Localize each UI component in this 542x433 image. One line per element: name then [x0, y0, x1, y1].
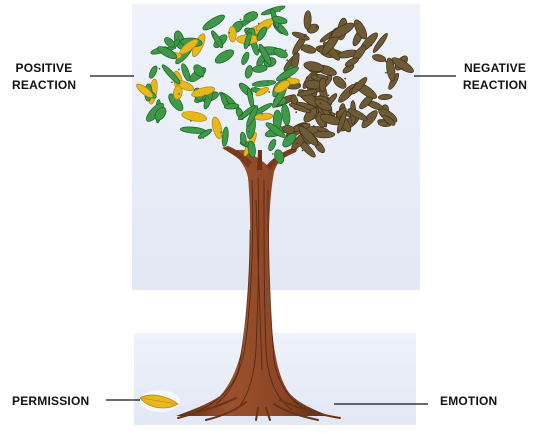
positive-reaction-line2: REACTION: [12, 77, 76, 94]
leaf-speckle: [242, 115, 244, 117]
leaf-speckle: [220, 131, 222, 133]
leaf-speckle: [316, 26, 318, 28]
leaf-speckle: [253, 144, 255, 146]
green-leaf: [228, 26, 236, 42]
leaf-speckle: [401, 68, 403, 70]
leaf-speckle: [313, 125, 315, 127]
leaf-speckle: [387, 123, 389, 125]
leaf-speckle: [296, 142, 298, 144]
leaf-speckle: [255, 87, 257, 89]
leaf-speckle: [190, 120, 192, 122]
emotion-label: EMOTION: [440, 393, 520, 410]
leaf-speckle: [317, 76, 319, 78]
leaf-speckle: [317, 129, 319, 131]
leaf-speckle: [248, 131, 250, 133]
leaf-speckle: [214, 92, 216, 94]
leaf-speckle: [204, 94, 206, 96]
leaf-speckle: [279, 10, 281, 12]
leaf-speckle: [260, 51, 262, 53]
leaf-speckle: [320, 102, 322, 104]
brown-leaf: [319, 78, 326, 92]
leaf-speckle: [243, 44, 245, 46]
leaf-speckle: [271, 53, 273, 55]
leaf-speckle: [302, 150, 304, 152]
negative-reaction-label: NEGATIVE REACTION: [458, 60, 532, 94]
leaf-speckle: [202, 137, 204, 139]
leaf-speckle: [159, 68, 161, 70]
leaf-speckle: [178, 69, 180, 71]
leaf-speckle: [212, 34, 214, 36]
leaf-speckle: [178, 93, 180, 95]
brown-leaf: [313, 131, 334, 138]
positive-reaction-line1: POSITIVE: [12, 60, 76, 77]
leaf-speckle: [344, 78, 346, 80]
leaf-speckle: [261, 113, 263, 115]
positive-reaction-label: POSITIVE REACTION: [12, 60, 76, 94]
leaf-speckle: [272, 153, 274, 155]
leaf-speckle: [385, 72, 387, 74]
leaf-speckle: [340, 116, 342, 118]
leaf-speckle: [196, 67, 198, 69]
leaf-speckle: [301, 49, 303, 51]
leaf-speckle: [328, 95, 330, 97]
leaf-speckle: [228, 32, 230, 34]
leaf-speckle: [226, 100, 228, 102]
emotion-text: EMOTION: [440, 393, 520, 410]
leaf-speckle: [258, 23, 260, 25]
leaf-speckle: [268, 91, 270, 93]
leaf-speckle: [285, 49, 287, 51]
leaf-speckle: [171, 81, 173, 83]
negative-reaction-line2: REACTION: [458, 77, 532, 94]
leaf-speckle: [286, 59, 288, 61]
leaf-speckle: [208, 97, 210, 99]
leaf-speckle: [267, 81, 269, 83]
leaf-speckle: [174, 47, 176, 49]
fallen-yellow-leaf-icon: [140, 390, 180, 412]
leaf-speckle: [304, 36, 306, 38]
leaf-speckle: [370, 44, 372, 46]
leaf-speckle: [240, 19, 242, 21]
permission-label: PERMISSION: [12, 393, 98, 410]
negative-reaction-line1: NEGATIVE: [458, 60, 532, 77]
leaf-speckle: [295, 111, 297, 113]
permission-text: PERMISSION: [12, 393, 98, 410]
